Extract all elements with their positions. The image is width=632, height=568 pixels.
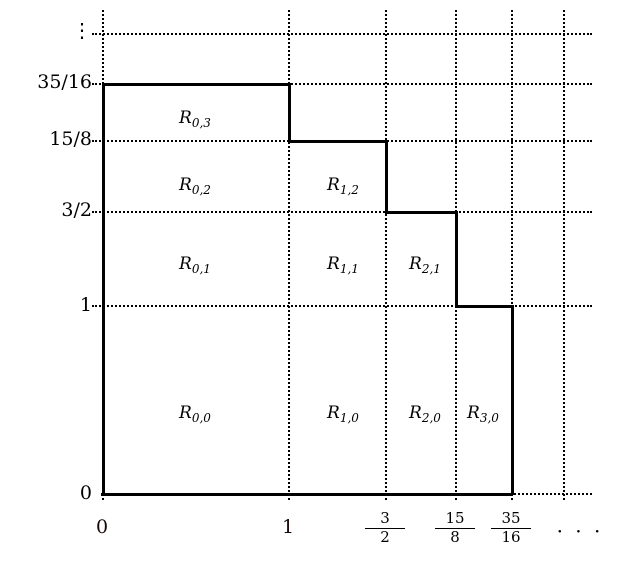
region-label-r12-base: R bbox=[327, 175, 340, 195]
region-label-r12: R1,2 bbox=[303, 177, 383, 196]
staircase-segment-drop-2 bbox=[385, 140, 388, 213]
x-axis-label-1: 1 bbox=[281, 516, 295, 538]
gridline-horizontal-3-2 bbox=[92, 211, 592, 213]
region-label-r30-base: R bbox=[467, 403, 480, 423]
gridline-horizontal-top bbox=[92, 33, 592, 35]
y-axis-label-3-2: 3/2 bbox=[61, 199, 92, 221]
region-label-r20-base: R bbox=[409, 403, 422, 423]
staircase-segment-drop-1 bbox=[288, 83, 291, 142]
gridline-vertical-extra bbox=[563, 10, 565, 500]
region-label-r11: R1,1 bbox=[303, 256, 383, 275]
staircase-segment-3-2 bbox=[385, 211, 457, 214]
staircase-segment-drop-3 bbox=[455, 211, 458, 307]
x-axis-label-15-8: 15 8 bbox=[435, 510, 475, 546]
region-label-r30: R3,0 bbox=[443, 405, 523, 424]
y-axis-label-35-16: 35/16 bbox=[37, 71, 92, 93]
region-label-r20: R2,0 bbox=[385, 405, 465, 424]
staircase-segment-1 bbox=[455, 305, 513, 308]
region-label-r21-base: R bbox=[409, 254, 422, 274]
y-axis-ellipsis: ⋮ bbox=[72, 18, 92, 42]
region-label-r03-base: R bbox=[179, 108, 192, 128]
region-label-r30-subscript: 3,0 bbox=[479, 410, 499, 425]
x-axis-line bbox=[101, 493, 513, 496]
staircase-segment-right-edge bbox=[511, 305, 514, 495]
region-label-r01: R0,1 bbox=[155, 256, 235, 275]
x-axis-label-3-2: 3 2 bbox=[365, 510, 405, 546]
y-axis-label-0: 0 bbox=[79, 482, 92, 504]
y-axis-label-1: 1 bbox=[79, 294, 92, 316]
region-label-r00-base: R bbox=[179, 403, 192, 423]
region-label-r21: R2,1 bbox=[385, 256, 465, 275]
gridline-vertical-3-2 bbox=[385, 10, 387, 500]
y-axis-line bbox=[102, 83, 105, 495]
region-label-r12-subscript: 1,2 bbox=[339, 182, 359, 197]
region-label-r00-subscript: 0,0 bbox=[191, 410, 211, 425]
x-axis-label-15-8-numerator: 15 bbox=[435, 510, 475, 529]
staircase-segment-15-8 bbox=[288, 140, 387, 143]
x-axis-ellipsis: · · · bbox=[556, 519, 604, 543]
x-axis-label-35-16: 35 16 bbox=[491, 510, 531, 546]
region-label-r02: R0,2 bbox=[155, 177, 235, 196]
region-label-r10-subscript: 1,0 bbox=[339, 410, 359, 425]
y-axis-label-15-8: 15/8 bbox=[49, 128, 92, 150]
x-axis-label-3-2-denominator: 2 bbox=[380, 527, 390, 546]
region-label-r20-subscript: 2,0 bbox=[421, 410, 441, 425]
region-label-r21-subscript: 2,1 bbox=[421, 261, 441, 276]
x-axis-label-3-2-numerator: 3 bbox=[365, 510, 405, 529]
gridline-vertical-1 bbox=[288, 10, 290, 500]
x-axis-label-35-16-denominator: 16 bbox=[501, 527, 521, 546]
region-label-r03: R0,3 bbox=[155, 110, 235, 129]
x-axis-label-15-8-denominator: 8 bbox=[450, 527, 460, 546]
gridline-horizontal-35-16 bbox=[92, 83, 592, 85]
x-axis-label-0: 0 bbox=[95, 516, 109, 538]
region-label-r10-base: R bbox=[327, 403, 340, 423]
gridline-vertical-35-16 bbox=[511, 10, 513, 500]
region-label-r02-subscript: 0,2 bbox=[191, 182, 211, 197]
x-axis-label-35-16-numerator: 35 bbox=[491, 510, 531, 529]
region-label-r11-subscript: 1,1 bbox=[339, 261, 359, 276]
region-label-r03-subscript: 0,3 bbox=[191, 115, 211, 130]
region-label-r02-base: R bbox=[179, 175, 192, 195]
staircase-segment-top-35-16 bbox=[102, 83, 290, 86]
region-label-r10: R1,0 bbox=[303, 405, 383, 424]
region-label-r01-base: R bbox=[179, 254, 192, 274]
gridline-horizontal-0 bbox=[511, 493, 592, 495]
region-label-r01-subscript: 0,1 bbox=[191, 261, 211, 276]
gridline-horizontal-1 bbox=[92, 305, 592, 307]
region-label-r11-base: R bbox=[327, 254, 340, 274]
region-label-r00: R0,0 bbox=[155, 405, 235, 424]
